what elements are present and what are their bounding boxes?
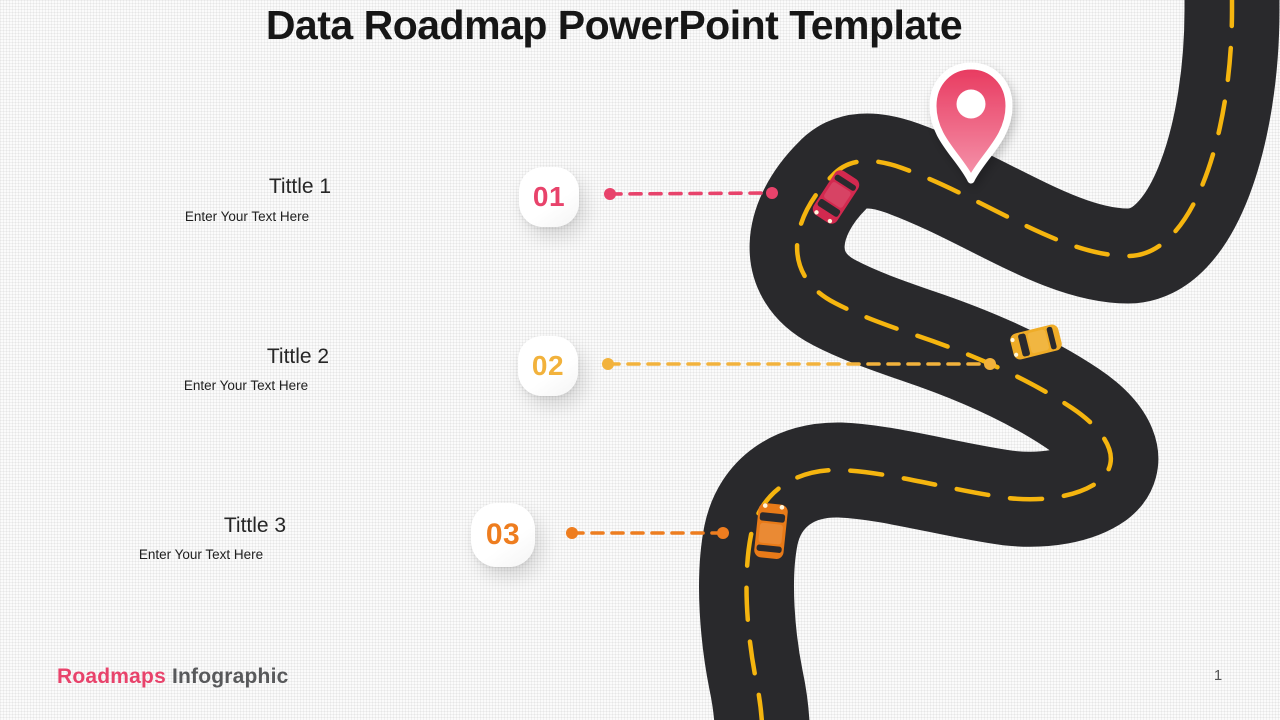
road-centerline [744, 0, 1235, 720]
connector-2 [602, 358, 996, 370]
connector-dot-icon [566, 527, 578, 539]
footer-brand: Roadmaps [57, 665, 166, 688]
connector-3 [566, 527, 729, 539]
milestone-2-number: 02 [531, 350, 565, 381]
connector-dot-icon [766, 187, 778, 199]
milestone-2-title[interactable]: Tittle 2 [266, 345, 330, 368]
connector-dot-icon [604, 188, 616, 200]
milestone-2-subtitle[interactable]: Enter Your Text Here [183, 378, 309, 393]
footer-brand-suffix: Infographic [171, 665, 289, 688]
milestone-3-subtitle[interactable]: Enter Your Text Here [138, 547, 264, 562]
milestone-1-title[interactable]: Tittle 1 [268, 175, 332, 198]
milestone-1-number: 01 [532, 181, 566, 212]
connector-dot-icon [602, 358, 614, 370]
milestone-1-subtitle[interactable]: Enter Your Text Here [184, 209, 310, 224]
car-orange-icon [753, 502, 789, 560]
milestone-3-number: 03 [485, 518, 521, 551]
milestone-3-title[interactable]: Tittle 3 [223, 514, 287, 537]
page-number: 1 [1213, 667, 1223, 684]
milestone-1-number-badge[interactable]: 01 [519, 167, 579, 227]
connector-1 [604, 187, 778, 200]
connector-dot-icon [717, 527, 729, 539]
location-pin-icon [929, 62, 1013, 184]
milestone-2-number-badge[interactable]: 02 [518, 336, 578, 396]
milestone-3-number-badge[interactable]: 03 [471, 503, 535, 567]
connector-dot-icon [984, 358, 996, 370]
page-title: Data Roadmap PowerPoint Template [265, 2, 963, 48]
